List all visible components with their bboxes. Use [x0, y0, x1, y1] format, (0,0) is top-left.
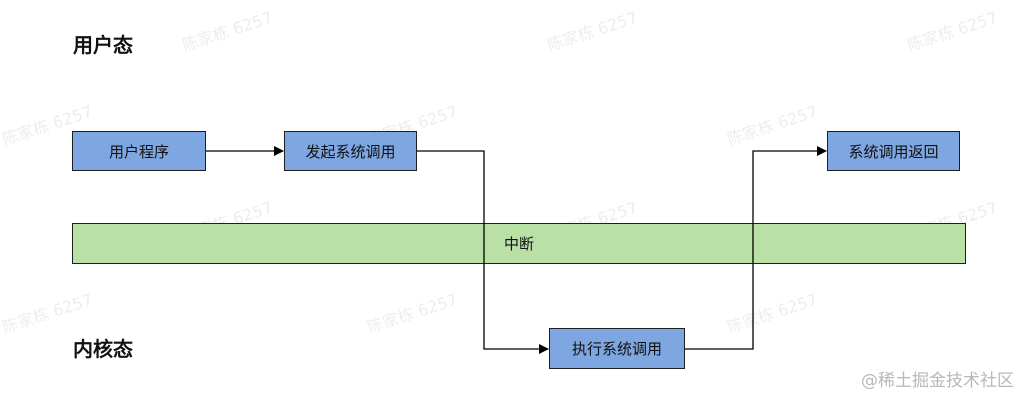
invoke-syscall-label: 发起系统调用: [305, 142, 396, 161]
invoke-syscall-node: 发起系统调用: [284, 131, 417, 171]
edge-invoke-to-execute: [417, 150, 549, 354]
kernel-mode-label: 内核态: [73, 337, 133, 361]
interrupt-band-label: 中断: [503, 235, 534, 253]
syscall-return-node: 系统调用返回: [827, 131, 960, 171]
execute-syscall-label: 执行系统调用: [571, 340, 662, 358]
site-watermark: @稀土掘金技术社区: [861, 371, 1014, 391]
execute-syscall-node: 执行系统调用: [549, 328, 685, 369]
syscall-return-label: 系统调用返回: [848, 142, 939, 161]
user-program-label: 用户程序: [108, 142, 169, 161]
user-mode-label: 用户态: [73, 33, 133, 57]
edge-execute-to-return: [685, 146, 827, 350]
user-program-node: 用户程序: [72, 131, 206, 171]
interrupt-band: 中断: [72, 223, 966, 264]
